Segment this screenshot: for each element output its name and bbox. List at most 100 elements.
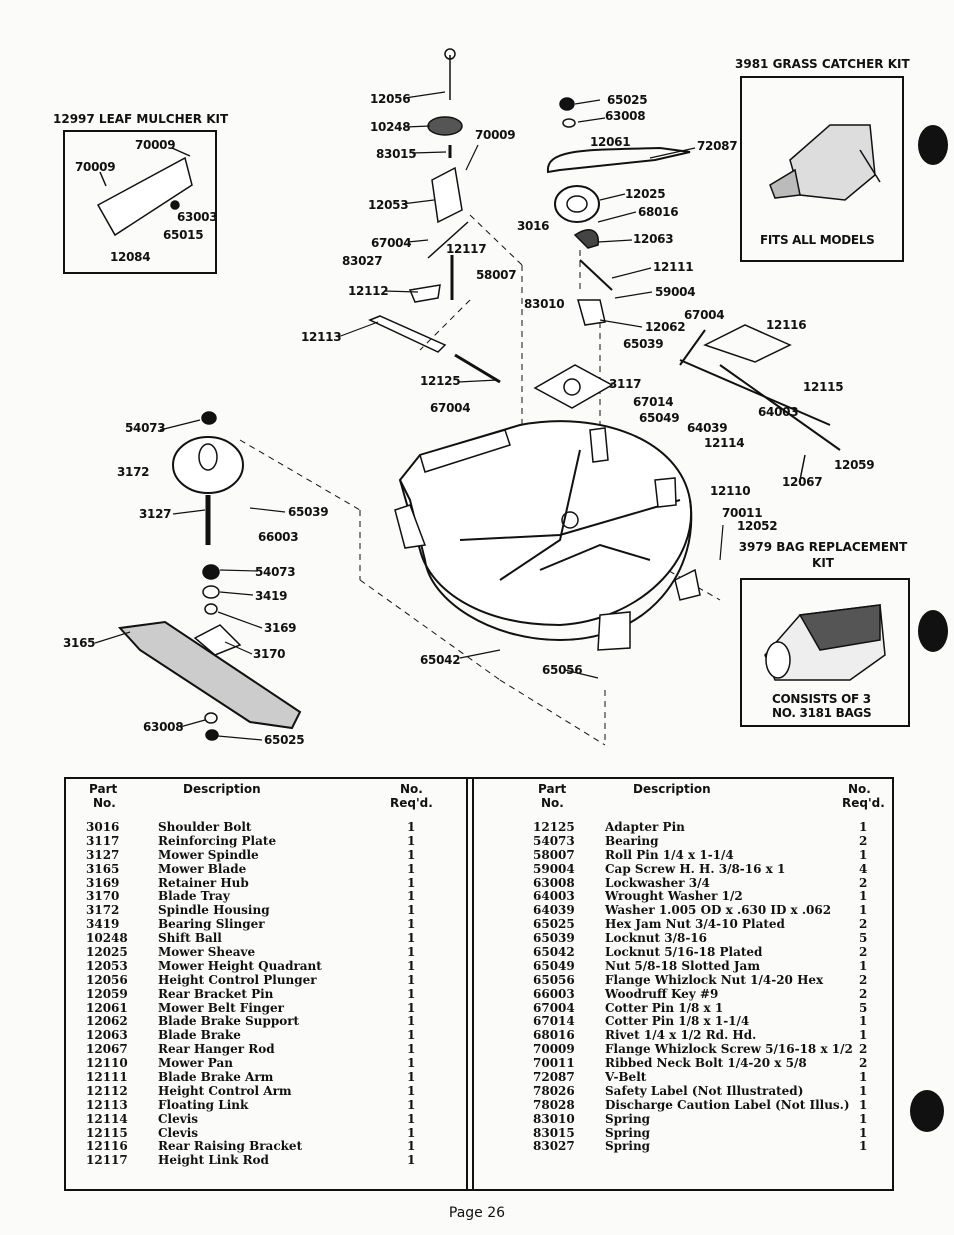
quantity-required: 1 xyxy=(407,847,416,862)
part-description: Height Link Rod xyxy=(158,1153,269,1168)
quantity-required: 1 xyxy=(407,833,416,848)
part-callout-63008: 63008 xyxy=(605,109,646,123)
part-callout-12052: 12052 xyxy=(737,519,778,533)
header-description: Description xyxy=(633,782,711,796)
quantity-required: 1 xyxy=(859,1014,868,1029)
part-callout-12110: 12110 xyxy=(710,484,751,498)
quantity-required: 2 xyxy=(859,972,868,987)
part-description: Rear Bracket Pin xyxy=(158,986,274,1001)
part-number: 64003 xyxy=(533,889,575,904)
bag-note-line2: NO. 3181 BAGS xyxy=(772,706,872,720)
part-callout-3172: 3172 xyxy=(117,465,150,479)
quantity-required: 1 xyxy=(859,903,868,918)
quantity-required: 1 xyxy=(407,1125,416,1140)
table-column-divider xyxy=(466,777,474,1191)
part-callout-70011: 70011 xyxy=(722,506,763,520)
part-description: Locknut 5/16-18 Plated xyxy=(605,945,763,960)
part-number: 12114 xyxy=(86,1111,128,1126)
part-description: Clevis xyxy=(158,1125,199,1140)
part-callout-65025: 65025 xyxy=(607,93,648,107)
part-callout-64039: 64039 xyxy=(687,421,728,435)
table-row: 65042 Locknut 5/16-18 Plated 2 xyxy=(533,945,873,960)
part-number: 65042 xyxy=(533,945,575,960)
quantity-required: 1 xyxy=(859,1083,868,1098)
part-description: Reinforcing Plate xyxy=(158,833,277,848)
leaf-mulcher-kit-box: 70009 70009 63003 65015 12084 xyxy=(63,130,218,274)
quantity-required: 2 xyxy=(859,986,868,1001)
part-number: 67014 xyxy=(533,1014,575,1029)
part-callout-10248: 10248 xyxy=(370,120,411,134)
part-description: Mower Spindle xyxy=(158,847,259,862)
quantity-required: 1 xyxy=(859,1028,868,1043)
part-callout-67004: 67004 xyxy=(684,308,725,322)
part-number: 12115 xyxy=(86,1125,128,1140)
quantity-required: 1 xyxy=(859,847,868,862)
part-description: Discharge Caution Label (Not Illus.) xyxy=(605,1097,850,1112)
part-number: 66003 xyxy=(533,986,575,1001)
bag-replacement-kit-title-line1: 3979 BAG REPLACEMENT xyxy=(738,540,908,554)
part-description: Mower Belt Finger xyxy=(158,1000,284,1015)
part-callout-65049: 65049 xyxy=(639,411,680,425)
quantity-required: 1 xyxy=(407,958,416,973)
part-description: Locknut 3/8-16 xyxy=(605,931,707,946)
parts-table xyxy=(64,777,894,1191)
part-number: 78026 xyxy=(533,1083,575,1098)
part-number: 12059 xyxy=(86,986,128,1001)
part-callout-67004: 67004 xyxy=(430,401,471,415)
header-part-no: No. xyxy=(93,796,116,810)
part-description: Cap Screw H. H. 3/8-16 x 1 xyxy=(605,861,786,876)
quantity-required: 1 xyxy=(859,889,868,904)
part-callout-12112: 12112 xyxy=(348,284,389,298)
part-number: 68016 xyxy=(533,1028,575,1043)
part-description: Lockwasher 3/4 xyxy=(605,875,710,890)
binder-hole-mark xyxy=(918,610,948,652)
part-callout-65039: 65039 xyxy=(623,337,664,351)
header-no: No. xyxy=(400,782,423,796)
quantity-required: 1 xyxy=(859,1070,868,1085)
quantity-required: 2 xyxy=(859,833,868,848)
part-callout-12025: 12025 xyxy=(625,187,666,201)
part-number: 12067 xyxy=(86,1042,128,1057)
binder-hole-mark xyxy=(918,125,948,165)
part-number: 12062 xyxy=(86,1014,128,1029)
part-description: Spring xyxy=(605,1111,651,1126)
part-callout-3016: 3016 xyxy=(517,219,550,233)
quantity-required: 2 xyxy=(859,875,868,890)
header-part: Part xyxy=(538,782,567,796)
part-description: Hex Jam Nut 3/4-10 Plated xyxy=(605,917,785,932)
part-description: Woodruff Key #9 xyxy=(605,986,719,1001)
quantity-required: 2 xyxy=(859,945,868,960)
part-callout-67004: 67004 xyxy=(371,236,412,250)
part-number: 54073 xyxy=(533,833,575,848)
part-callout-70009: 70009 xyxy=(135,138,176,152)
quantity-required: 5 xyxy=(859,931,868,946)
part-callout-65039: 65039 xyxy=(288,505,329,519)
part-description: Retainer Hub xyxy=(158,875,249,890)
part-number: 12053 xyxy=(86,958,128,973)
part-description: Blade Brake xyxy=(158,1028,241,1043)
part-number: 63008 xyxy=(533,875,575,890)
part-callout-67014: 67014 xyxy=(633,395,674,409)
quantity-required: 1 xyxy=(859,1139,868,1154)
quantity-required: 1 xyxy=(407,931,416,946)
header-part: Part xyxy=(89,782,118,796)
quantity-required: 1 xyxy=(407,1083,416,1098)
part-number: 65025 xyxy=(533,917,575,932)
part-number: 83027 xyxy=(533,1139,575,1154)
part-number: 70009 xyxy=(533,1042,575,1057)
header-reqd: Req'd. xyxy=(390,796,433,810)
